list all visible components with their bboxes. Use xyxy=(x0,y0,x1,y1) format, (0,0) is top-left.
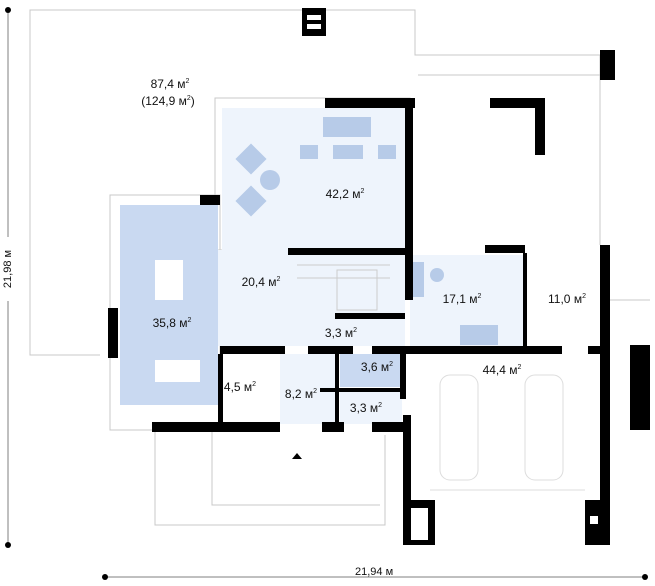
hall-area: 20,4 м2 xyxy=(242,275,281,289)
terrace-area: 87,4 м2 xyxy=(151,77,190,91)
area-text: (124,9 м xyxy=(141,94,187,108)
living-room xyxy=(222,108,405,250)
superscript: 2 xyxy=(187,317,192,324)
utility-area: 11,0 м2 xyxy=(548,292,586,306)
garage-cars xyxy=(430,374,585,491)
superscript: 2 xyxy=(389,361,394,368)
area-text: 42,2 м xyxy=(325,187,361,201)
superscript: 2 xyxy=(477,293,482,300)
area-text: 3,3 м xyxy=(349,401,379,415)
superscript: 2 xyxy=(252,381,257,388)
entrance-arrow-icon xyxy=(292,453,302,459)
superscript: 2 xyxy=(186,95,191,102)
area-text: 17,1 м xyxy=(442,292,478,306)
paren: ) xyxy=(190,94,195,108)
area-text: 35,8 м xyxy=(152,316,188,330)
area-text: 3,6 м xyxy=(360,360,390,374)
entrance-area: 8,2 м2 xyxy=(285,387,317,401)
living-area: 42,2 м2 xyxy=(326,187,365,201)
superscript: 2 xyxy=(313,388,318,395)
furniture xyxy=(155,117,498,382)
superscript: 2 xyxy=(582,293,586,300)
superscript: 2 xyxy=(378,402,383,409)
vestibule xyxy=(340,390,402,424)
vestibule-area: 3,3 м2 xyxy=(350,401,382,415)
area-text: 8,2 м xyxy=(284,387,314,401)
area-text: 44,4 м xyxy=(482,363,518,377)
terrace-area-total: (124,9 м2) xyxy=(141,94,195,108)
superscript: 2 xyxy=(185,78,190,85)
width-dimension: 21,94 м xyxy=(355,566,394,578)
bathroom-area: 3,6 м2 xyxy=(361,360,393,374)
superscript: 2 xyxy=(353,327,358,334)
depth-dimension: 21,98 м xyxy=(1,237,15,301)
stairs xyxy=(297,264,390,311)
walls xyxy=(108,8,650,545)
dining-area: 35,8 м2 xyxy=(153,316,192,330)
superscript: 2 xyxy=(360,188,365,195)
office-area: 17,1 м2 xyxy=(443,292,482,306)
area-text: 3,3 м xyxy=(324,326,354,340)
bathroom xyxy=(340,354,402,387)
superscript: 2 xyxy=(276,276,281,283)
corridor-area: 3,3 м2 xyxy=(325,326,357,340)
area-text: 87,4 м xyxy=(150,77,186,91)
garage-area: 44,4 м2 xyxy=(483,363,522,377)
area-text: 11,0 м xyxy=(548,292,583,306)
hall xyxy=(218,250,405,346)
superscript: 2 xyxy=(517,364,522,371)
area-text: 20,4 м xyxy=(241,275,277,289)
area-text: 4,5 м xyxy=(223,380,253,394)
wardrobe-area: 4,5 м2 xyxy=(224,380,256,394)
